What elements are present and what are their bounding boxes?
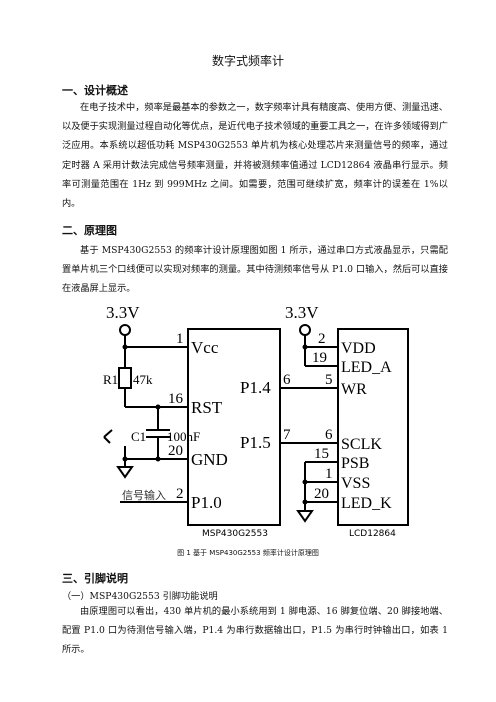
mcu-pin-num: 7 — [283, 427, 291, 443]
mcu-chip-box — [187, 328, 281, 526]
lcd-pin-name: PSB — [341, 455, 369, 472]
vcc-left-label: 3.3V — [106, 303, 140, 322]
vcc-left-symbol — [119, 324, 131, 336]
lcd-pin-num: 5 — [325, 372, 333, 388]
lcd-pin-name: LED_K — [341, 495, 392, 512]
mcu-pin-num: 1 — [176, 331, 184, 347]
lcd-pin-name: SCLK — [341, 436, 382, 453]
mcu-pin-name: RST — [191, 398, 223, 417]
mcu-pin-num: 6 — [283, 372, 291, 388]
lcd-pin-num: 20 — [314, 486, 329, 502]
mcu-pin-name: P1.4 — [240, 378, 271, 397]
resistor-r1 — [118, 367, 132, 389]
figure-caption: 图 1 基于 MSP430G2553 频率计设计原理图 — [177, 549, 319, 557]
subsection-heading-mcu-pins: （一）MSP430G2553 引脚功能说明 — [62, 591, 218, 602]
r1-label: R1 — [103, 372, 118, 387]
section-heading-schematic: 二、原理图 — [62, 224, 117, 237]
mcu-pin-name: GND — [191, 450, 228, 469]
lcd-pin-name: VSS — [341, 475, 370, 492]
mcu-pin-num: 2 — [176, 486, 184, 502]
lcd-pin-name: VDD — [341, 340, 376, 357]
lcd-pin-num: 6 — [325, 427, 333, 443]
signal-input-label: 信号输入 — [122, 488, 166, 502]
schematic-paragraph: 基于 MSP430G2553 的频率计设计原理图如图 1 所示，通过串口方式液晶… — [62, 245, 448, 295]
ground-symbol-right — [296, 510, 314, 523]
mcu-pin-name: P1.0 — [191, 493, 222, 512]
schematic-diagram: 3.3V 3.3V R1 47k C1 100nF 信号输入 1 16 20 2… — [103, 303, 409, 539]
vcc-right-label: 3.3V — [285, 303, 319, 322]
lcd-pin-num: 2 — [318, 331, 326, 347]
c1-value: 100nF — [167, 429, 200, 444]
lcd-chip-name: LCD12864 — [349, 529, 396, 539]
lcd-pin-name: WR — [341, 381, 367, 398]
lcd-pin-name: LED_A — [341, 359, 392, 376]
c1-label: C1 — [131, 429, 146, 444]
lcd-pin-num: 15 — [314, 446, 329, 462]
document-title: 数字式频率计 — [211, 54, 284, 68]
ground-symbol-left — [116, 466, 134, 479]
mcu-pin-name: P1.5 — [240, 433, 271, 452]
mcu-pin-name: Vcc — [191, 338, 219, 357]
vcc-right-symbol — [299, 324, 311, 336]
mcu-pin-num: 16 — [168, 391, 184, 407]
mcu-pin-num: 20 — [168, 443, 183, 459]
section-heading-overview: 一、设计概述 — [62, 84, 128, 97]
pins-paragraph: 由原理图可以看出，430 单片机的最小系统用到 1 脚电源、16 脚复位端、20… — [62, 606, 448, 656]
lcd-chip-box — [337, 328, 409, 526]
mcu-chip-name: MSP430G2553 — [202, 529, 268, 539]
overview-paragraph: 在电子技术中，频率是最基本的参数之一，数字频率计具有精度高、使用方便、测量迅速、… — [62, 102, 448, 210]
section-heading-pins: 三、引脚说明 — [62, 572, 128, 585]
lcd-pin-num: 1 — [325, 466, 333, 482]
r1-value: 47k — [133, 372, 153, 387]
lcd-pin-num: 19 — [312, 350, 327, 366]
